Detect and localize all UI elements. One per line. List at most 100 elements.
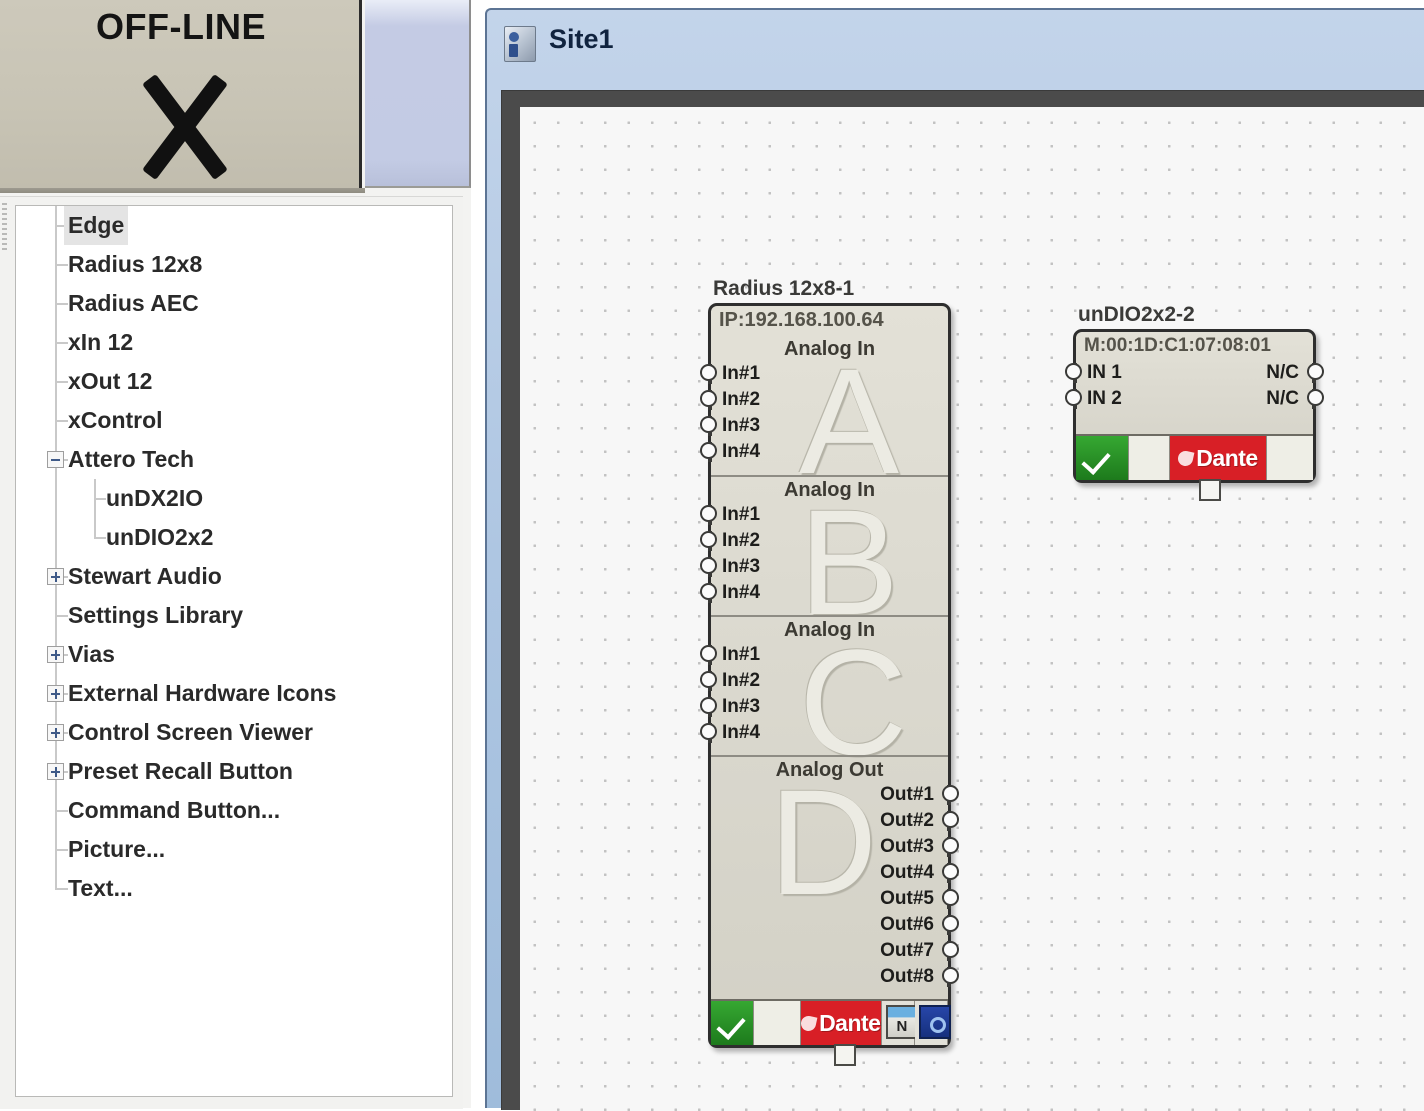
config-icon[interactable] <box>914 1001 951 1045</box>
tree-item-text[interactable]: Text... <box>16 869 452 908</box>
tree-item-label: xIn 12 <box>68 329 134 355</box>
device-section-title: Analog Out <box>775 759 884 781</box>
device-section-letter: A <box>799 337 900 505</box>
dante-badge[interactable]: Dante <box>1170 436 1267 480</box>
device-input-label: In#3 <box>722 556 761 577</box>
tree-item-command-button[interactable]: Command Button... <box>16 791 452 830</box>
device-section-title: Analog In <box>783 619 876 641</box>
device-output-pin[interactable] <box>1307 389 1324 406</box>
tree-item-undio2x2[interactable]: unDIO2x2 <box>16 518 452 557</box>
device-output-pin[interactable] <box>942 889 959 906</box>
device-drag-handle[interactable] <box>834 1044 856 1066</box>
device-input-pin[interactable] <box>700 531 717 548</box>
offline-status-panel: OFF-LINE <box>0 0 362 188</box>
device-output-label: Out#7 <box>880 940 934 961</box>
tree-expand-icon[interactable] <box>47 568 64 585</box>
device-input-pin[interactable] <box>700 505 717 522</box>
panel-gripper[interactable] <box>2 203 8 263</box>
device-input-pin[interactable] <box>700 583 717 600</box>
tree-item-vias[interactable]: Vias <box>16 635 452 674</box>
tree-expand-icon[interactable] <box>47 763 64 780</box>
device-input-pin[interactable] <box>1065 389 1082 406</box>
tree-item-label: xControl <box>68 407 163 433</box>
device-input-pin[interactable] <box>1065 363 1082 380</box>
device-output-pin[interactable] <box>942 941 959 958</box>
device-output-label: Out#4 <box>880 862 934 883</box>
device-output-pin[interactable] <box>942 811 959 828</box>
tree-connector-line <box>55 849 68 851</box>
tree-item-xcontrol[interactable]: xControl <box>16 401 452 440</box>
tree-item-xin-12[interactable]: xIn 12 <box>16 323 452 362</box>
device-section-divider <box>711 755 948 757</box>
tree-item-undx2io[interactable]: unDX2IO <box>16 479 452 518</box>
device-output-pin[interactable] <box>942 915 959 932</box>
tree-item-preset-recall-button[interactable]: Preset Recall Button <box>16 752 452 791</box>
tree-item-control-screen-viewer[interactable]: Control Screen Viewer <box>16 713 452 752</box>
tree-item-label: Text... <box>68 875 133 901</box>
status-blank-cell <box>1267 436 1313 480</box>
tree-expand-icon[interactable] <box>47 724 64 741</box>
device-section-divider <box>711 475 948 477</box>
tree-item-radius-aec[interactable]: Radius AEC <box>16 284 452 323</box>
device-input-label: In#4 <box>722 441 761 462</box>
tree-item-edge[interactable]: Edge <box>16 206 452 245</box>
tree-connector-line <box>55 225 68 227</box>
tree-item-xout-12[interactable]: xOut 12 <box>16 362 452 401</box>
device-input-pin[interactable] <box>700 671 717 688</box>
tree-item-picture[interactable]: Picture... <box>16 830 452 869</box>
device-output-label: Out#2 <box>880 810 934 831</box>
tree-item-label: Settings Library <box>68 602 244 628</box>
network-icon[interactable]: N <box>881 1001 918 1045</box>
device-drag-handle[interactable] <box>1199 479 1221 501</box>
tree-item-attero-tech[interactable]: Attero Tech <box>16 440 452 479</box>
tree-item-label: Attero Tech <box>68 446 195 472</box>
device-input-label: In#4 <box>722 582 761 603</box>
x-mark-icon <box>130 62 240 182</box>
tree-expand-icon[interactable] <box>47 646 64 663</box>
device-input-pin[interactable] <box>700 364 717 381</box>
tree-item-external-hardware-icons[interactable]: External Hardware Icons <box>16 674 452 713</box>
device-input-label: In#2 <box>722 670 761 691</box>
tree-connector-line <box>55 518 57 557</box>
device-input-pin[interactable] <box>700 416 717 433</box>
device-input-pin[interactable] <box>700 442 717 459</box>
device-input-pin[interactable] <box>700 557 717 574</box>
device-input-pin[interactable] <box>700 645 717 662</box>
device-output-pin[interactable] <box>942 785 959 802</box>
tree-connector-line <box>55 381 68 383</box>
device-input-label: In#2 <box>722 530 761 551</box>
device-input-pin[interactable] <box>700 697 717 714</box>
tree-connector-line <box>55 615 68 617</box>
status-blank-cell <box>1129 436 1170 480</box>
tree-item-settings-library[interactable]: Settings Library <box>16 596 452 635</box>
device-output-pin[interactable] <box>942 863 959 880</box>
device-output-pin[interactable] <box>942 837 959 854</box>
tree-collapse-icon[interactable] <box>47 451 64 468</box>
device-output-pin[interactable] <box>942 967 959 984</box>
window-titlebar[interactable]: Site1 <box>487 10 1424 72</box>
tree-connector-line <box>55 869 57 889</box>
dante-badge[interactable]: Dante <box>799 1001 882 1045</box>
device-output-label: N/C <box>1266 388 1299 409</box>
device-input-pin[interactable] <box>700 723 717 740</box>
tree-connector-line <box>55 264 68 266</box>
tree-expand-icon[interactable] <box>47 685 64 702</box>
tree-connector-line <box>55 810 68 812</box>
tree-item-stewart-audio[interactable]: Stewart Audio <box>16 557 452 596</box>
toolbar-secondary-panel <box>365 0 471 188</box>
device-input-pin[interactable] <box>700 390 717 407</box>
device-output-pin[interactable] <box>1307 363 1324 380</box>
dante-logo-icon <box>1176 449 1195 467</box>
tree-item-radius-12x8[interactable]: Radius 12x8 <box>16 245 452 284</box>
device-input-label: In#1 <box>722 504 761 525</box>
device-section-title: Analog In <box>783 479 876 501</box>
